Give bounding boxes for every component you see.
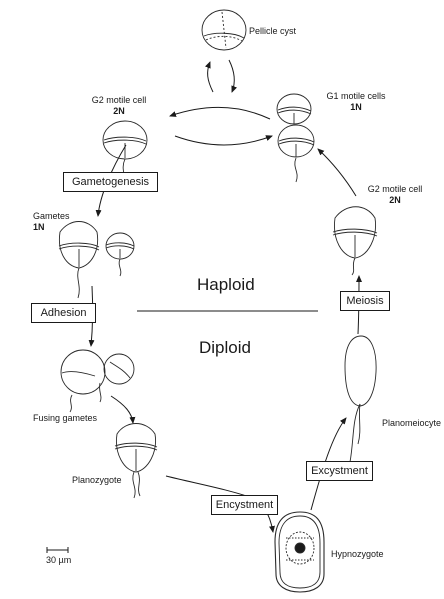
arrow-to-planozygote bbox=[110, 395, 136, 424]
process-meiosis: Meiosis bbox=[340, 291, 390, 311]
label-g2-motile-cell-top-name: G2 motile cell bbox=[91, 95, 147, 105]
label-pellicle-cyst: Pellicle cyst bbox=[249, 26, 297, 36]
label-gametes-ploidy: 1N bbox=[33, 222, 45, 232]
planomeiocyte-cell bbox=[344, 335, 377, 463]
g2-motile-cell-top bbox=[102, 120, 148, 187]
phase-haploid: Haploid bbox=[197, 275, 255, 294]
planozygote-cell bbox=[114, 423, 158, 499]
hypnozygote-cell bbox=[274, 511, 325, 593]
gametes-cells bbox=[58, 221, 135, 299]
process-gametogenesis: Gametogenesis bbox=[63, 172, 158, 192]
g1-motile-cells bbox=[276, 93, 315, 183]
process-encystment: Encystment bbox=[211, 495, 278, 515]
phase-diploid: Diploid bbox=[199, 338, 251, 357]
label-hypnozygote: Hypnozygote bbox=[331, 549, 384, 559]
fusing-gametes-cells bbox=[60, 349, 135, 413]
label-g2-motile-cell-top-ploidy: 2N bbox=[113, 106, 125, 116]
process-adhesion: Adhesion bbox=[31, 303, 96, 323]
arrow-from-pellicle-cyst bbox=[228, 59, 238, 93]
label-g1-motile-cells: G1 motile cells 1N bbox=[313, 91, 399, 113]
label-g1-motile-cells-name: G1 motile cells bbox=[326, 91, 386, 101]
label-g2-motile-cell-top: G2 motile cell 2N bbox=[74, 95, 164, 117]
arrow-to-g1 bbox=[317, 148, 357, 197]
arrow-g2-to-g1 bbox=[174, 135, 273, 146]
label-planomeiocyte: Planomeiocyte bbox=[382, 418, 442, 428]
label-g1-motile-cells-ploidy: 1N bbox=[350, 102, 362, 112]
scale-bar-label: 30 µm bbox=[46, 555, 72, 565]
label-gametes: Gametes 1N bbox=[33, 211, 70, 233]
arrow-g1-to-g2 bbox=[169, 106, 271, 120]
label-fusing-gametes: Fusing gametes bbox=[33, 413, 98, 423]
label-g2-motile-cell-right: G2 motile cell 2N bbox=[352, 184, 438, 206]
label-gametes-name: Gametes bbox=[33, 211, 70, 221]
process-excystment: Excystment bbox=[306, 461, 373, 481]
label-g2-motile-cell-right-name: G2 motile cell bbox=[367, 184, 423, 194]
scale-bar-line bbox=[46, 547, 69, 553]
pellicle-cyst-cell bbox=[201, 9, 247, 51]
arrow-to-pellicle-cyst bbox=[204, 61, 214, 93]
arrow-to-planomeiocyte bbox=[310, 417, 347, 511]
label-g2-motile-cell-right-ploidy: 2N bbox=[389, 195, 401, 205]
g2-motile-cell-right bbox=[332, 206, 378, 276]
label-planozygote: Planozygote bbox=[72, 475, 122, 485]
